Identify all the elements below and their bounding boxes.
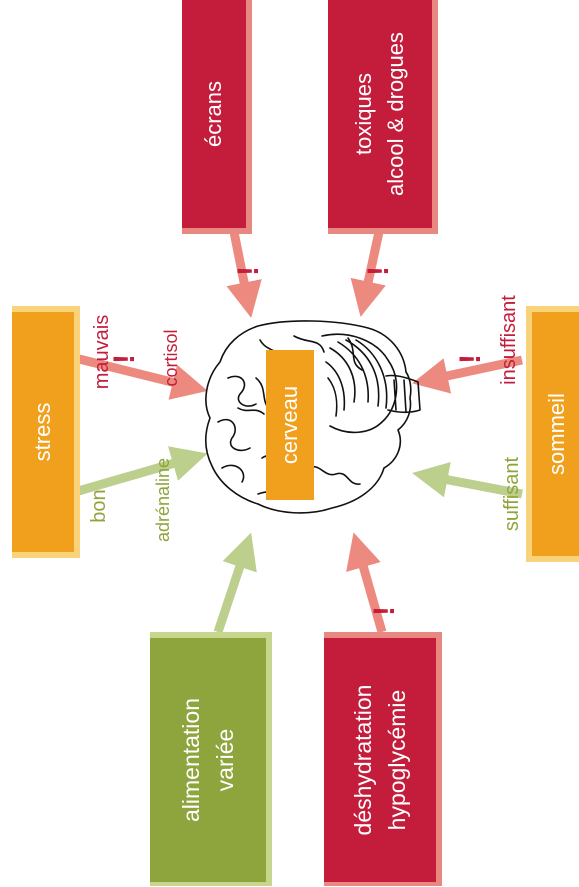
stress-box: stress <box>12 306 80 558</box>
deshydratation-box: déshydratation hypoglycémie <box>324 632 442 886</box>
alimentation-label: alimentation <box>178 697 204 823</box>
suffisant-label: suffisant <box>501 456 523 532</box>
variee-label: variée <box>212 728 238 792</box>
warning-icon-toxiques: ! <box>362 266 395 276</box>
warning-icon-sommeil: ! <box>454 354 487 364</box>
sommeil-box: sommeil <box>526 306 579 562</box>
cerveau-label-box: cerveau <box>266 350 314 500</box>
adrenaline-label: adrénaline <box>153 457 173 543</box>
arrow-stress-bon <box>73 446 208 497</box>
sommeil-label: sommeil <box>544 393 569 475</box>
deshydratation-label: déshydratation <box>350 684 376 836</box>
warning-icon-deshydratation: ! <box>368 606 401 616</box>
cortisol-label: cortisol <box>161 329 181 387</box>
insuffisant-label: insuffisant <box>498 295 520 385</box>
alimentation-box: alimentation variée <box>150 632 272 886</box>
cerveau-label: cerveau <box>277 385 302 465</box>
arrow-toxiques <box>350 231 386 317</box>
bon-label: bon <box>88 489 110 523</box>
warning-icon-ecrans: ! <box>232 266 265 276</box>
stress-label: stress <box>30 402 55 462</box>
arrow-sommeil-suffisant <box>412 462 523 499</box>
arrow-sommeil-insuffisant <box>412 355 523 394</box>
alcool-drogues-label: alcool & drogues <box>383 32 408 196</box>
hypoglycemie-label: hypoglycémie <box>384 689 410 831</box>
toxiques-label: toxiques <box>351 73 376 155</box>
ecrans-label: écrans <box>201 80 226 148</box>
ecrans-box: écrans <box>182 0 252 234</box>
arrow-ecrans <box>226 231 262 318</box>
warning-icon-stress: ! <box>108 354 141 364</box>
arrow-stress-mauvais <box>73 353 208 400</box>
arrow-deshydratation <box>346 532 387 634</box>
arrow-alimentation <box>213 532 257 634</box>
toxiques-box: toxiques alcool & drogues <box>328 0 438 234</box>
